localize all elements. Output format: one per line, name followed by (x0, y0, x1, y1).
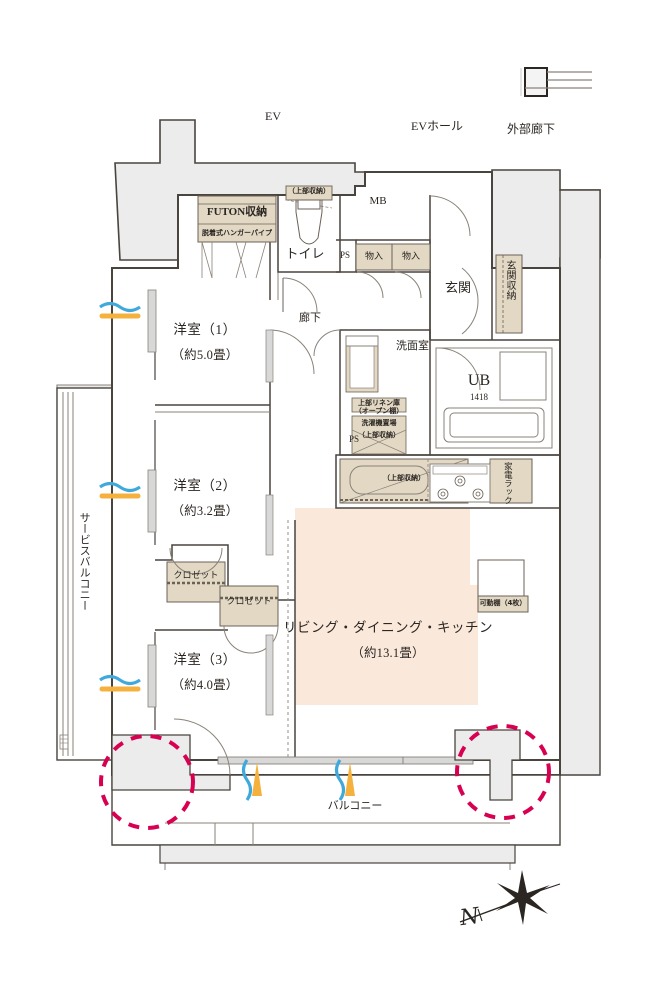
label-hanger-pipe: 脱着式ハンガーパイプ (202, 229, 272, 237)
service-balcony-area (56, 387, 113, 761)
label-open-shelf: （オープン棚） (354, 407, 404, 415)
label-ev-hall: EVホール (411, 119, 463, 133)
label-closet-2: クロゼット (226, 596, 272, 606)
label-exterior-corridor: 外部廊下 (506, 122, 556, 136)
label-washroom: 洗面室 (396, 340, 429, 353)
column-highlight-left (99, 734, 195, 830)
label-hallway: 廊下 (299, 312, 321, 324)
label-linen-cabinet: 上部リネン庫 (358, 399, 400, 407)
label-balcony: バルコニー (327, 800, 383, 812)
column-highlight-right (455, 724, 551, 820)
room-name-bedroom-3: 洋室（3） (173, 652, 237, 667)
label-closet-1: クロゼット (173, 570, 219, 580)
storage-units (166, 185, 533, 627)
corridor-fragment (520, 67, 592, 97)
label-washer-space: 洗濯機置場 (361, 419, 397, 427)
door-swings (169, 195, 481, 776)
label-futon-storage: FUTON収納 (206, 206, 268, 218)
room-size-bedroom-3: （約4.0畳） (171, 678, 239, 692)
label-entrance: 玄関 (444, 280, 472, 295)
room-size-bedroom-2: （約3.2畳） (171, 504, 239, 518)
label-mb: MB (369, 195, 387, 207)
room-name-bedroom-1: 洋室（1） (173, 322, 237, 337)
label-storage-2: 物入 (401, 251, 421, 261)
label-kitchen-upper-storage: （上部収納） (383, 474, 425, 482)
label-toilet-upper-storage: （上部収納） (288, 187, 330, 195)
label-ps-1: PS (339, 250, 351, 260)
compass-north-letter: N (458, 903, 481, 932)
sliding-doors (147, 289, 274, 716)
room-size-bedroom-1: （約5.0畳） (171, 348, 239, 362)
balcony-sill (217, 756, 474, 765)
window-markers (99, 301, 355, 801)
balcony-area (111, 774, 561, 870)
compass-rose (459, 870, 561, 925)
label-appliance-rack: 家電ラック (503, 462, 514, 505)
label-ub-size: 1418 (470, 392, 488, 402)
label-entrance-storage: 玄関収納 (504, 260, 515, 300)
ldk-fill-region (295, 508, 478, 705)
label-toilet: トイレ (285, 246, 325, 261)
label-storage-1: 物入 (364, 251, 384, 261)
room-name-bedroom-2: 洋室（2） (173, 478, 237, 493)
room-name-ldk: リビング・ダイニング・キッチン (283, 620, 493, 635)
label-ub: UB (467, 372, 491, 389)
label-movable-shelf: 可動棚（4枚） (479, 599, 527, 607)
fixtures (295, 199, 547, 503)
label-ev: EV (265, 109, 281, 123)
label-washer-upper-storage: （上部収納） (358, 431, 400, 439)
label-service-balcony: サービスバルコニー (78, 512, 91, 611)
label-ps-2: PS (348, 434, 360, 444)
room-size-ldk: （約13.1畳） (351, 646, 425, 660)
